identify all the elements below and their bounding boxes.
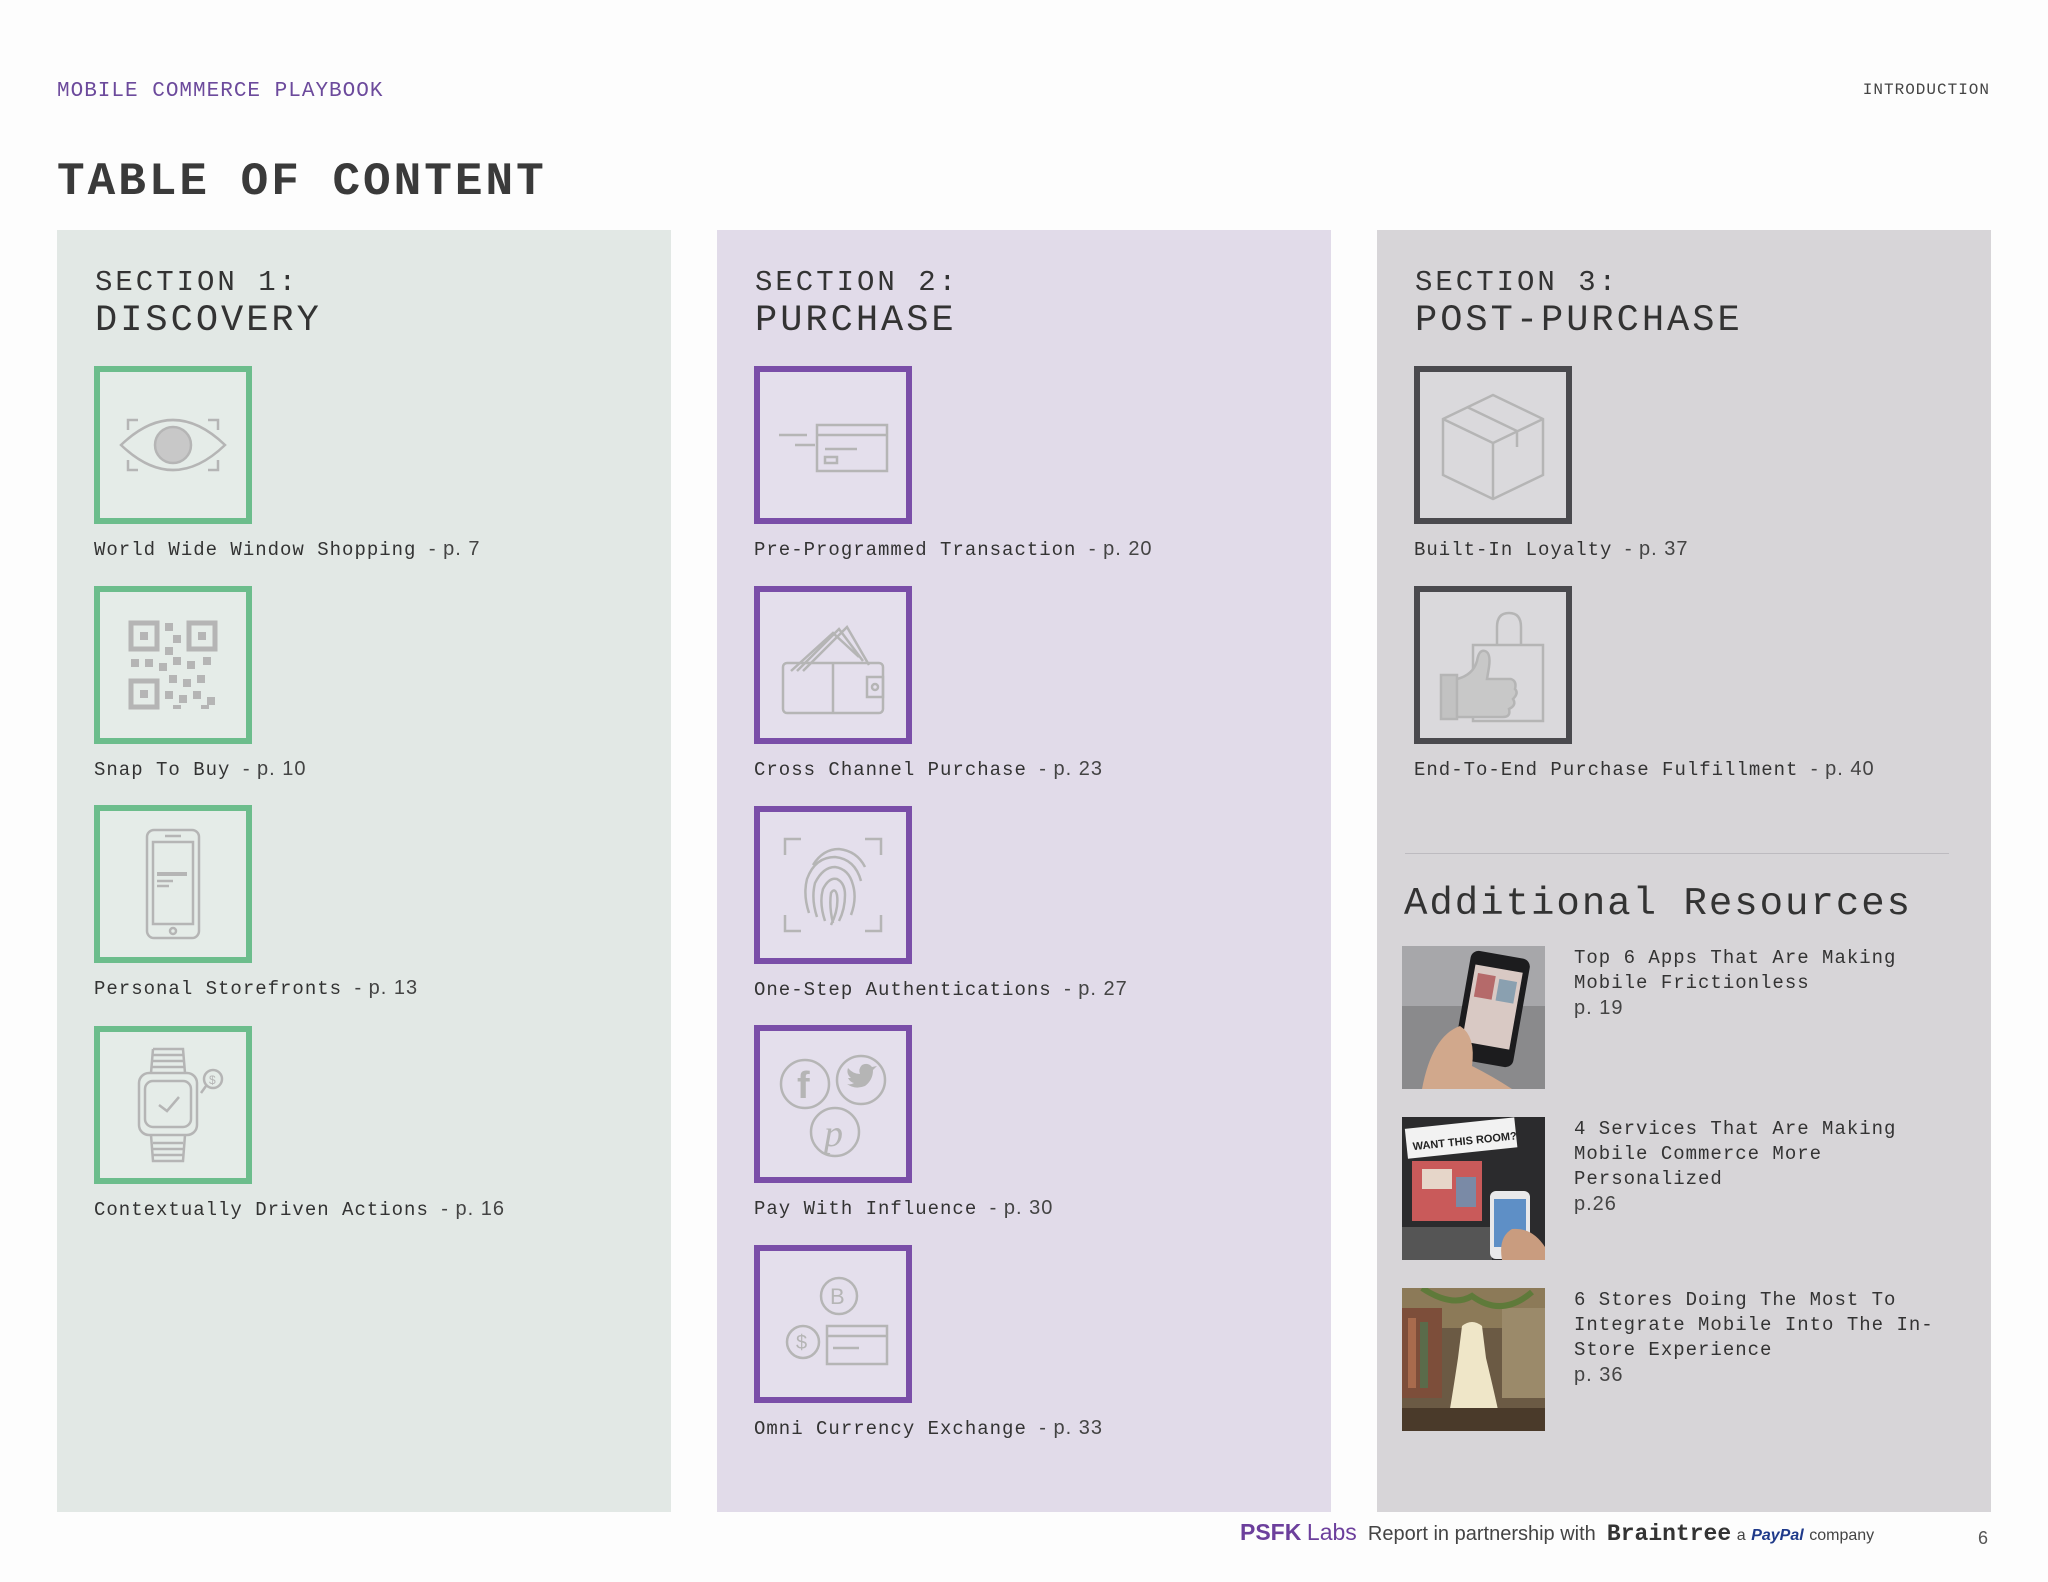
toc-item-page: - p. 13 bbox=[354, 977, 419, 999]
smartwatch-icon: $ bbox=[94, 1026, 252, 1184]
toc-item-label: Pre-Programmed Transaction bbox=[754, 539, 1077, 561]
toc-item-snap-to-buy[interactable]: Snap To Buy - p. 10 bbox=[94, 586, 307, 781]
toc-item-label: One-Step Authentications bbox=[754, 979, 1052, 1001]
svg-text:B: B bbox=[830, 1284, 845, 1309]
section-discovery: SECTION 1: DISCOVERY World Wide Window S… bbox=[57, 230, 671, 1512]
store-interior-image bbox=[1402, 1288, 1545, 1431]
section-number: SECTION 3: bbox=[1415, 266, 1620, 299]
toc-item-label: Contextually Driven Actions bbox=[94, 1199, 429, 1221]
toc-item-label: Built-In Loyalty bbox=[1414, 539, 1613, 561]
eye-icon bbox=[94, 366, 252, 524]
footer: PSFK Labs Report in partnership with Bra… bbox=[1240, 1519, 1874, 1547]
toc-item-label: Omni Currency Exchange bbox=[754, 1418, 1027, 1440]
toc-item-label: Snap To Buy bbox=[94, 759, 231, 781]
toc-item-label: Cross Channel Purchase bbox=[754, 759, 1027, 781]
fingerprint-icon bbox=[754, 806, 912, 964]
section-name: PURCHASE bbox=[755, 300, 957, 342]
toc-item-pre-programmed-transaction[interactable]: Pre-Programmed Transaction - p. 20 bbox=[754, 366, 1153, 561]
smartphone-icon bbox=[94, 805, 252, 963]
resource-title: 6 Stores Doing The Most To Integrate Mob… bbox=[1574, 1289, 1934, 1361]
svg-text:$: $ bbox=[796, 1332, 807, 1354]
toc-item-pay-with-influence[interactable]: f p Pay With Influence - p. 30 bbox=[754, 1025, 1053, 1220]
toc-item-personal-storefronts[interactable]: Personal Storefronts - p. 13 bbox=[94, 805, 418, 1000]
hand-holding-phone-image bbox=[1402, 946, 1545, 1089]
qr-code-icon bbox=[94, 586, 252, 744]
toc-item-label: Personal Storefronts bbox=[94, 978, 343, 1000]
section-purchase: SECTION 2: PURCHASE Pre-Programmed Trans… bbox=[717, 230, 1331, 1512]
paypal-logo: PayPal bbox=[1751, 1527, 1804, 1544]
toc-item-world-wide-window-shopping[interactable]: World Wide Window Shopping - p. 7 bbox=[94, 366, 480, 561]
publication-title: MOBILE COMMERCE PLAYBOOK bbox=[57, 80, 384, 103]
toc-item-page: - p. 20 bbox=[1088, 538, 1153, 560]
page-number: 6 bbox=[1978, 1528, 1989, 1548]
toc-item-label: End-To-End Purchase Fulfillment bbox=[1414, 759, 1799, 781]
labs-text: Labs bbox=[1306, 1519, 1357, 1545]
toc-item-page: - p. 10 bbox=[242, 758, 307, 780]
toc-item-page: - p. 40 bbox=[1810, 758, 1875, 780]
divider bbox=[1405, 853, 1949, 854]
want-this-room-ad-image: WANT THIS ROOM? bbox=[1402, 1117, 1545, 1260]
shopping-bag-thumbs-up-icon bbox=[1414, 586, 1572, 744]
psfk-logo: PSFK bbox=[1240, 1519, 1302, 1545]
toc-item-page: - p. 33 bbox=[1039, 1417, 1103, 1439]
resource-title: 4 Services That Are Making Mobile Commer… bbox=[1574, 1118, 1897, 1190]
company-text: company bbox=[1809, 1527, 1875, 1544]
toc-item-one-step-authentications[interactable]: One-Step Authentications - p. 27 bbox=[754, 806, 1128, 1001]
resource-page: p. 36 bbox=[1574, 1364, 1624, 1386]
social-media-icon: f p bbox=[754, 1025, 912, 1183]
page-title: TABLE OF CONTENT bbox=[57, 156, 547, 208]
toc-item-page: - p. 16 bbox=[441, 1198, 505, 1220]
credit-card-icon bbox=[754, 366, 912, 524]
braintree-logo: Braintree bbox=[1606, 1521, 1732, 1547]
svg-text:f: f bbox=[797, 1065, 810, 1107]
toc-item-label: Pay With Influence bbox=[754, 1198, 978, 1220]
svg-text:p: p bbox=[821, 1113, 843, 1155]
chapter-label: INTRODUCTION bbox=[1862, 81, 1990, 99]
currency-icon: B $ bbox=[754, 1245, 912, 1403]
package-box-icon bbox=[1414, 366, 1572, 524]
toc-item-contextually-driven-actions[interactable]: $ Contextually Driven Actions - p. 16 bbox=[94, 1026, 505, 1221]
toc-item-end-to-end-purchase-fulfillment[interactable]: End-To-End Purchase Fulfillment - p. 40 bbox=[1414, 586, 1875, 781]
section-number: SECTION 2: bbox=[755, 266, 960, 299]
section-number: SECTION 1: bbox=[95, 266, 300, 299]
svg-text:$: $ bbox=[209, 1073, 216, 1087]
wallet-icon bbox=[754, 586, 912, 744]
toc-item-page: - p. 27 bbox=[1064, 978, 1128, 1000]
toc-item-built-in-loyalty[interactable]: Built-In Loyalty - p. 37 bbox=[1414, 366, 1689, 561]
section-name: POST-PURCHASE bbox=[1415, 300, 1743, 342]
resource-title: Top 6 Apps That Are Making Mobile Fricti… bbox=[1574, 947, 1897, 994]
toc-item-page: - p. 37 bbox=[1624, 538, 1689, 560]
toc-item-label: World Wide Window Shopping bbox=[94, 539, 417, 561]
additional-resources-title: Additional Resources bbox=[1404, 882, 1913, 926]
section-post-purchase: SECTION 3: POST-PURCHASE Built-In Loyalt… bbox=[1377, 230, 1991, 1512]
toc-item-page: - p. 7 bbox=[428, 538, 481, 560]
article-text: a bbox=[1736, 1527, 1746, 1544]
resource-page: p.26 bbox=[1574, 1193, 1617, 1215]
toc-item-omni-currency-exchange[interactable]: B $ Omni Currency Exchange - p. 33 bbox=[754, 1245, 1103, 1440]
toc-item-page: - p. 23 bbox=[1039, 758, 1103, 780]
resource-page: p. 19 bbox=[1574, 997, 1624, 1019]
section-name: DISCOVERY bbox=[95, 300, 322, 342]
partnership-text: Report in partnership with bbox=[1367, 1523, 1596, 1545]
toc-item-cross-channel-purchase[interactable]: Cross Channel Purchase - p. 23 bbox=[754, 586, 1103, 781]
toc-item-page: - p. 30 bbox=[989, 1197, 1054, 1219]
